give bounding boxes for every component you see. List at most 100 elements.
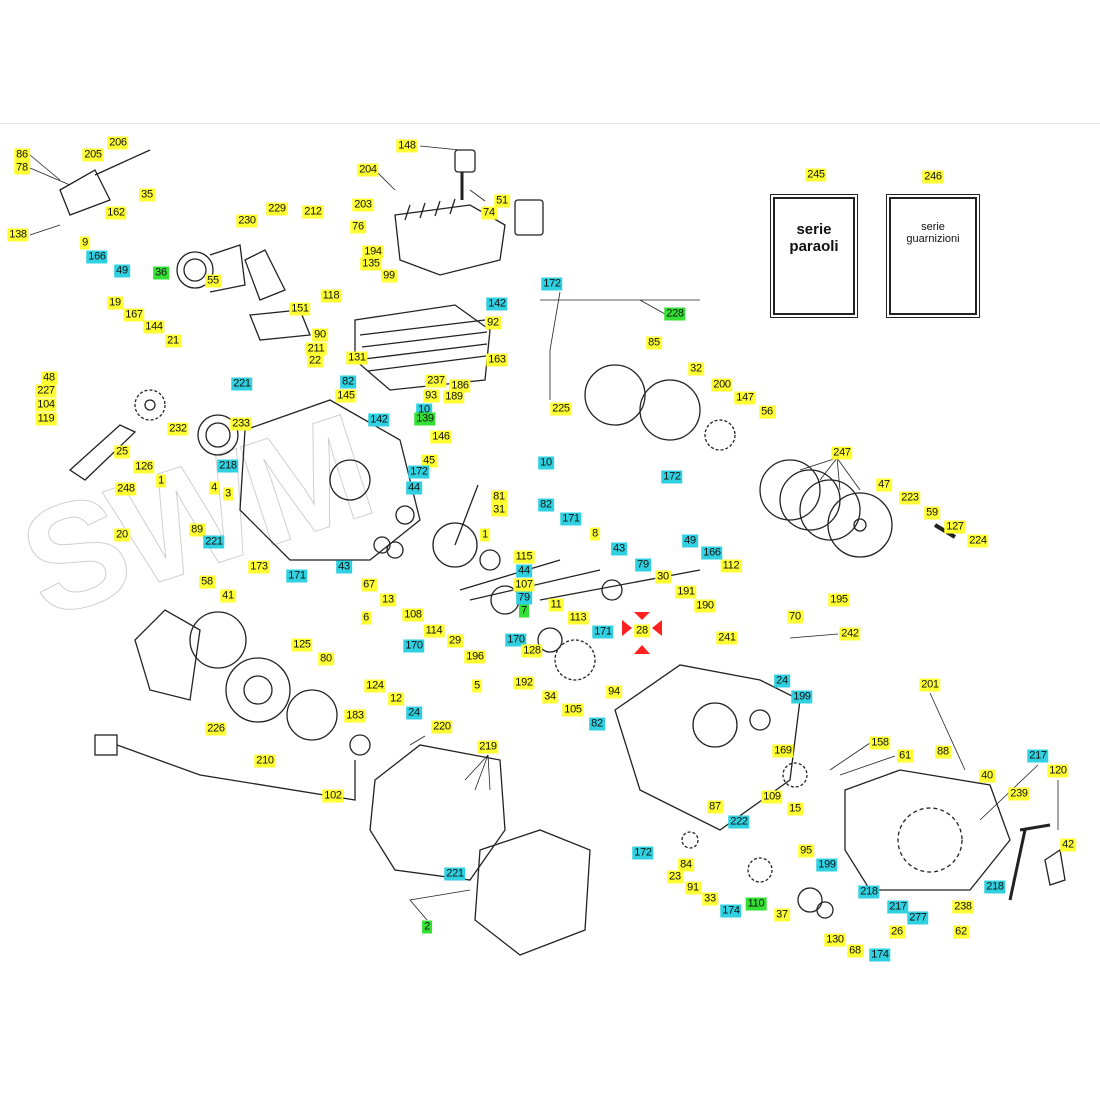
part-label-171[interactable]: 171 [286, 569, 308, 583]
part-label-102[interactable]: 102 [322, 789, 344, 803]
part-label-11[interactable]: 11 [548, 598, 564, 612]
part-label-95[interactable]: 95 [798, 844, 814, 858]
part-label-112[interactable]: 112 [720, 559, 742, 573]
kit-number-label[interactable]: 246 [922, 170, 944, 184]
part-label-35[interactable]: 35 [139, 188, 155, 202]
part-label-172[interactable]: 172 [632, 846, 654, 860]
part-label-239[interactable]: 239 [1008, 787, 1030, 801]
part-label-36[interactable]: 36 [153, 266, 169, 280]
part-label-220[interactable]: 220 [431, 720, 453, 734]
part-label-221[interactable]: 221 [231, 377, 253, 391]
part-label-43[interactable]: 43 [611, 542, 627, 556]
part-label-226[interactable]: 226 [205, 722, 227, 736]
part-label-49[interactable]: 49 [114, 264, 130, 278]
part-label-224[interactable]: 224 [967, 534, 989, 548]
part-label-218[interactable]: 218 [984, 880, 1006, 894]
part-label-241[interactable]: 241 [716, 631, 738, 645]
kit-number-label[interactable]: 245 [805, 168, 827, 182]
part-label-201[interactable]: 201 [919, 678, 941, 692]
part-label-212[interactable]: 212 [302, 205, 324, 219]
part-label-138[interactable]: 138 [7, 228, 29, 242]
part-label-171[interactable]: 171 [560, 512, 582, 526]
part-label-219[interactable]: 219 [477, 740, 499, 754]
part-label-70[interactable]: 70 [787, 610, 803, 624]
part-label-222[interactable]: 222 [728, 815, 750, 829]
part-label-119[interactable]: 119 [35, 412, 57, 426]
part-label-131[interactable]: 131 [346, 351, 368, 365]
part-label-19[interactable]: 19 [107, 296, 123, 310]
part-label-1[interactable]: 1 [480, 528, 490, 542]
part-label-55[interactable]: 55 [205, 274, 221, 288]
part-label-49[interactable]: 49 [682, 534, 698, 548]
part-label-48[interactable]: 48 [41, 371, 57, 385]
part-label-85[interactable]: 85 [646, 336, 662, 350]
part-label-24[interactable]: 24 [406, 706, 422, 720]
part-label-232[interactable]: 232 [167, 422, 189, 436]
part-label-204[interactable]: 204 [357, 163, 379, 177]
part-label-34[interactable]: 34 [542, 690, 558, 704]
part-label-174[interactable]: 174 [869, 948, 891, 962]
part-label-104[interactable]: 104 [35, 398, 57, 412]
part-label-142[interactable]: 142 [486, 297, 508, 311]
part-label-199[interactable]: 199 [791, 690, 813, 704]
part-label-43[interactable]: 43 [336, 560, 352, 574]
part-label-172[interactable]: 172 [408, 465, 430, 479]
part-label-76[interactable]: 76 [350, 220, 366, 234]
part-label-32[interactable]: 32 [688, 362, 704, 376]
part-label-167[interactable]: 167 [123, 308, 145, 322]
part-label-4[interactable]: 4 [209, 481, 219, 495]
part-label-142[interactable]: 142 [368, 413, 390, 427]
part-label-170[interactable]: 170 [505, 633, 527, 647]
part-label-45[interactable]: 45 [421, 454, 437, 468]
part-label-20[interactable]: 20 [114, 528, 130, 542]
part-label-51[interactable]: 51 [494, 194, 510, 208]
part-label-79[interactable]: 79 [516, 591, 532, 605]
part-label-47[interactable]: 47 [876, 478, 892, 492]
part-label-109[interactable]: 109 [761, 790, 783, 804]
part-label-86[interactable]: 86 [14, 148, 30, 162]
part-label-91[interactable]: 91 [685, 881, 701, 895]
part-label-229[interactable]: 229 [266, 202, 288, 216]
part-label-10[interactable]: 10 [538, 456, 554, 470]
part-label-166[interactable]: 166 [701, 546, 723, 560]
part-label-130[interactable]: 130 [824, 933, 846, 947]
part-label-173[interactable]: 173 [248, 560, 270, 574]
part-label-169[interactable]: 169 [772, 744, 794, 758]
part-label-110[interactable]: 110 [745, 897, 767, 911]
part-label-3[interactable]: 3 [223, 487, 233, 501]
part-label-195[interactable]: 195 [828, 593, 850, 607]
part-label-227[interactable]: 227 [35, 384, 57, 398]
part-label-218[interactable]: 218 [858, 885, 880, 899]
part-label-170[interactable]: 170 [403, 639, 425, 653]
part-label-277[interactable]: 277 [907, 911, 929, 925]
part-label-183[interactable]: 183 [344, 709, 366, 723]
part-label-88[interactable]: 88 [935, 745, 951, 759]
part-label-1[interactable]: 1 [156, 474, 166, 488]
part-label-146[interactable]: 146 [430, 430, 452, 444]
part-label-126[interactable]: 126 [133, 460, 155, 474]
part-label-203[interactable]: 203 [352, 198, 374, 212]
part-label-44[interactable]: 44 [516, 564, 532, 578]
part-label-115[interactable]: 115 [513, 550, 535, 564]
part-label-125[interactable]: 125 [291, 638, 313, 652]
part-label-242[interactable]: 242 [839, 627, 861, 641]
part-label-82[interactable]: 82 [340, 375, 356, 389]
part-label-186[interactable]: 186 [449, 379, 471, 393]
part-label-59[interactable]: 59 [924, 506, 940, 520]
part-label-199[interactable]: 199 [816, 858, 838, 872]
part-label-93[interactable]: 93 [423, 389, 439, 403]
part-label-190[interactable]: 190 [694, 599, 716, 613]
part-label-15[interactable]: 15 [787, 802, 803, 816]
part-label-166[interactable]: 166 [86, 250, 108, 264]
part-label-238[interactable]: 238 [952, 900, 974, 914]
part-label-145[interactable]: 145 [335, 389, 357, 403]
part-label-158[interactable]: 158 [869, 736, 891, 750]
part-label-139[interactable]: 139 [414, 412, 436, 426]
part-label-221[interactable]: 221 [203, 535, 225, 549]
part-label-84[interactable]: 84 [678, 858, 694, 872]
part-label-87[interactable]: 87 [707, 800, 723, 814]
part-label-82[interactable]: 82 [589, 717, 605, 731]
part-label-5[interactable]: 5 [472, 679, 482, 693]
part-label-127[interactable]: 127 [944, 520, 966, 534]
part-label-237[interactable]: 237 [425, 374, 447, 388]
